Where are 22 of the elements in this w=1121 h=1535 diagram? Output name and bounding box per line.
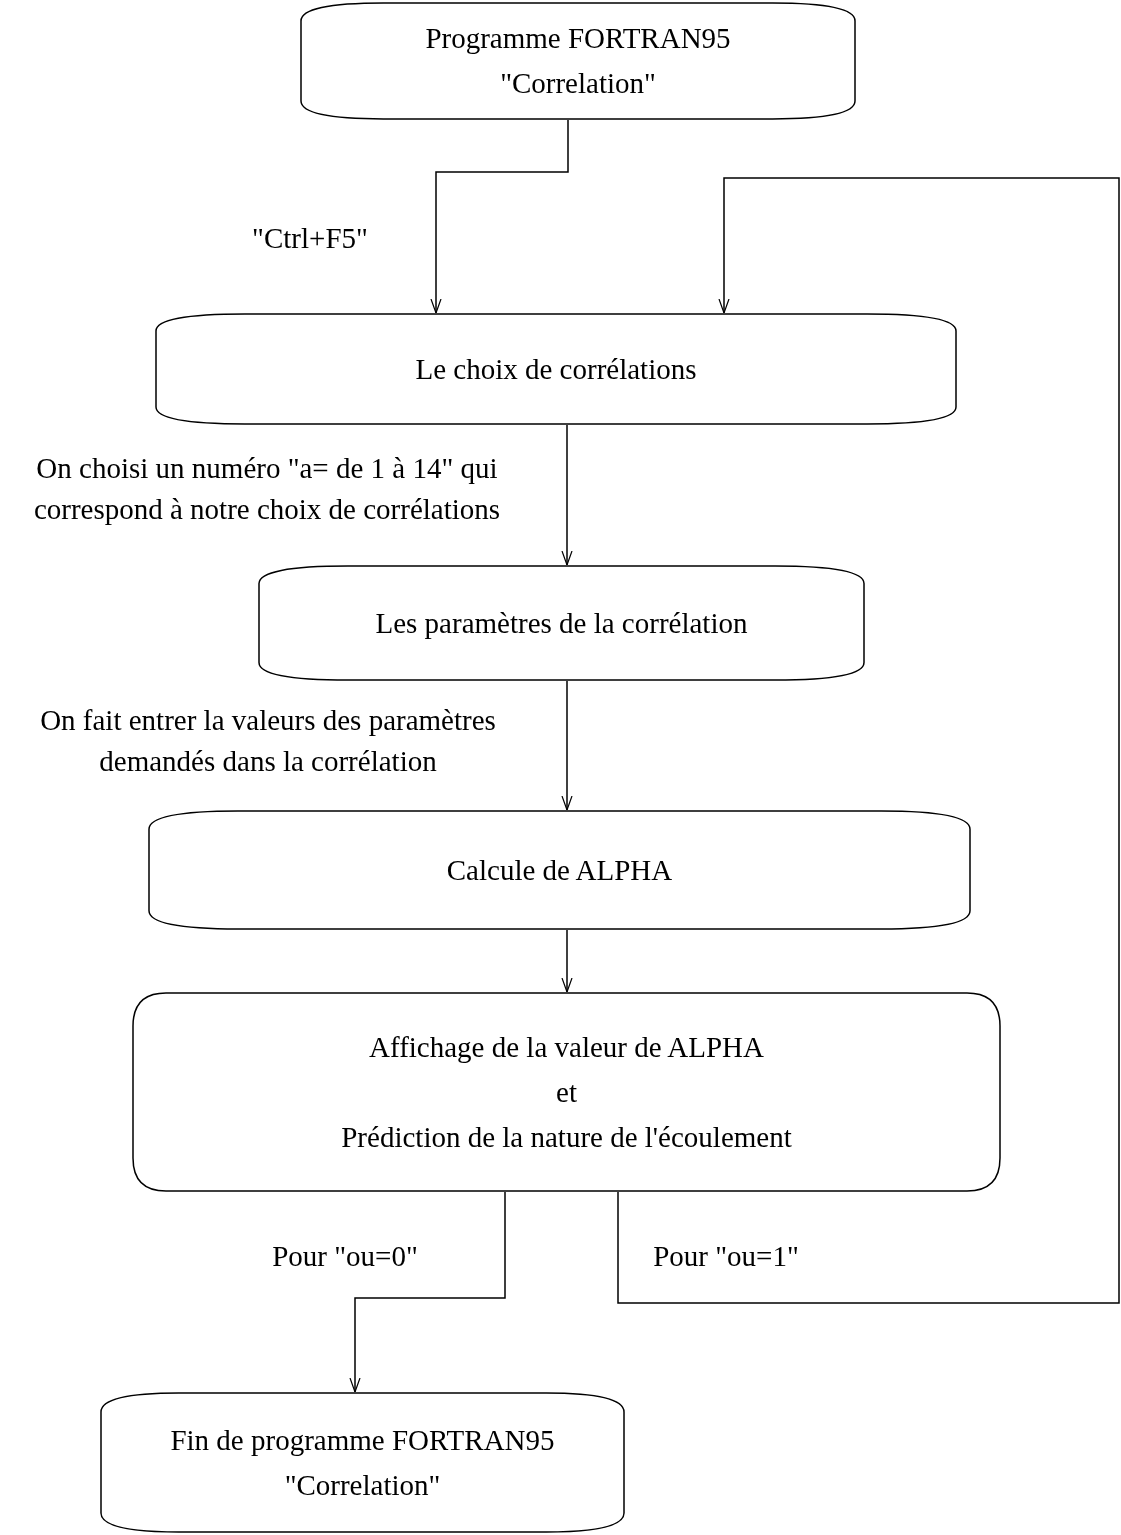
rounded-process-box [132,992,1001,1192]
node-text: "Correlation" [284,1467,441,1503]
node-text: et [556,1074,577,1110]
node-text: Programme FORTRAN95 [425,21,731,56]
node-text: Prédiction de la nature de l'écoulement [341,1119,792,1155]
node-text: "Correlation" [500,66,656,101]
arrow [561,424,573,566]
node-text: Fin de programme FORTRAN95 [170,1422,555,1458]
arrow [561,929,573,993]
arrow [617,177,1120,1304]
terminal-box [100,1392,625,1533]
node-text: Les paramètres de la corrélation [375,605,748,641]
node-text: Affichage de la valeur de ALPHA [369,1029,764,1065]
terminal-box [148,810,971,930]
arrow [430,119,569,314]
node-text: Calcule de ALPHA [446,852,673,888]
terminal-box [258,565,865,681]
terminal-box [300,2,856,120]
arrow [561,680,573,811]
node-text: Le choix de corrélations [415,351,697,387]
arrow [349,1191,506,1393]
terminal-box [155,313,957,425]
